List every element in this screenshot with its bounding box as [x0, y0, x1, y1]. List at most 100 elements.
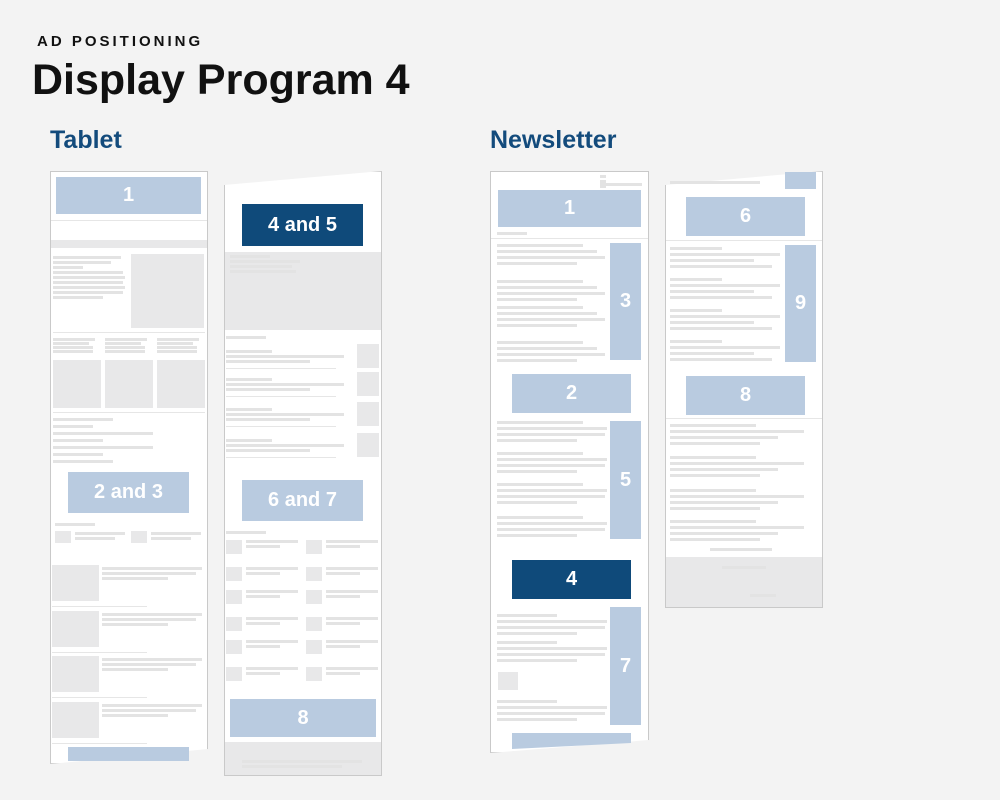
ad-newsletter-top-partial — [785, 172, 816, 189]
placeholder-line — [326, 617, 378, 620]
placeholder-line — [102, 709, 196, 712]
placeholder-line — [246, 595, 280, 598]
placeholder-line — [102, 663, 196, 666]
placeholder-line — [670, 495, 804, 498]
ad-label: 2 and 3 — [94, 481, 163, 503]
placeholder-line — [497, 256, 605, 259]
placeholder-line — [497, 626, 605, 629]
placeholder-line — [53, 418, 113, 421]
placeholder-line — [226, 378, 272, 381]
placeholder-line — [497, 427, 607, 430]
placeholder-line — [53, 266, 83, 269]
placeholder-line — [246, 590, 298, 593]
placeholder-line — [102, 618, 196, 621]
placeholder-line — [497, 495, 605, 498]
placeholder-line — [246, 622, 280, 625]
placeholder-line — [670, 424, 756, 427]
ad-label: 9 — [794, 292, 807, 314]
placeholder-line — [55, 523, 95, 526]
placeholder-line — [326, 545, 360, 548]
ad-label: 6 — [739, 205, 752, 227]
ad-label: 6 and 7 — [268, 489, 337, 511]
placeholder-line — [226, 531, 266, 534]
placeholder-line — [750, 594, 776, 597]
placeholder-line — [226, 413, 344, 416]
placeholder-line — [157, 346, 197, 349]
divider — [52, 652, 147, 653]
placeholder-line — [497, 712, 605, 715]
placeholder-line — [326, 667, 378, 670]
section-title-newsletter: Newsletter — [490, 126, 617, 154]
placeholder-line — [157, 350, 197, 353]
placeholder-line — [151, 532, 201, 535]
placeholder-line — [670, 538, 760, 541]
divider — [52, 606, 147, 607]
divider — [52, 697, 147, 698]
divider — [226, 368, 336, 369]
placeholder-line — [497, 534, 577, 537]
placeholder-line — [497, 489, 607, 492]
placeholder-line — [246, 617, 298, 620]
placeholder-line — [157, 338, 199, 341]
placeholder-line — [670, 462, 804, 465]
placeholder-line — [242, 765, 342, 768]
placeholder-line — [670, 474, 760, 477]
ad-newsletter-6: 6 — [686, 197, 805, 236]
placeholder-line — [53, 291, 123, 294]
placeholder-line — [497, 244, 583, 247]
placeholder-line — [230, 255, 270, 258]
placeholder-line — [670, 296, 772, 299]
divider — [226, 396, 336, 397]
placeholder-line — [670, 442, 760, 445]
ad-newsletter-9: 9 — [785, 245, 816, 362]
placeholder-line — [102, 567, 202, 570]
placeholder-line — [600, 183, 642, 186]
placeholder-line — [497, 262, 577, 265]
placeholder-line — [670, 520, 756, 523]
placeholder-line — [670, 456, 756, 459]
placeholder-line — [670, 290, 754, 293]
ad-label: 3 — [619, 290, 632, 312]
placeholder-line — [600, 175, 606, 178]
ad-newsletter-7: 7 — [610, 607, 641, 725]
placeholder-line — [497, 324, 577, 327]
placeholder-line — [246, 572, 280, 575]
placeholder-line — [326, 640, 378, 643]
placeholder-line — [497, 522, 607, 525]
placeholder-line — [53, 446, 153, 449]
placeholder-line — [102, 613, 202, 616]
page-title: Display Program 4 — [32, 56, 410, 104]
placeholder-line — [53, 350, 93, 353]
ad-newsletter-8: 8 — [686, 376, 805, 415]
image-placeholder — [52, 656, 99, 692]
placeholder-line — [497, 700, 557, 703]
placeholder-line — [497, 501, 577, 504]
divider — [666, 418, 822, 419]
image-placeholder — [53, 360, 101, 408]
divider — [51, 220, 207, 221]
image-placeholder — [357, 402, 379, 426]
placeholder-line — [246, 540, 298, 543]
placeholder-line — [497, 306, 583, 309]
ad-label: 2 — [565, 382, 578, 404]
placeholder-line — [497, 232, 527, 235]
placeholder-line — [226, 383, 344, 386]
placeholder-line — [102, 714, 168, 717]
placeholder-line — [75, 532, 125, 535]
placeholder-line — [53, 256, 121, 259]
image-placeholder — [131, 254, 204, 328]
ad-tablet-1: 1 — [56, 177, 201, 214]
placeholder-line — [226, 388, 310, 391]
divider — [226, 426, 336, 427]
placeholder-line — [497, 632, 577, 635]
image-placeholder — [305, 255, 377, 325]
placeholder-line — [670, 532, 778, 535]
placeholder-line — [670, 315, 780, 318]
placeholder-line — [670, 253, 780, 256]
divider — [666, 240, 822, 241]
image-placeholder — [52, 702, 99, 738]
placeholder-line — [670, 430, 804, 433]
placeholder-line — [53, 261, 111, 264]
placeholder-line — [226, 350, 272, 353]
image-placeholder — [157, 360, 205, 408]
